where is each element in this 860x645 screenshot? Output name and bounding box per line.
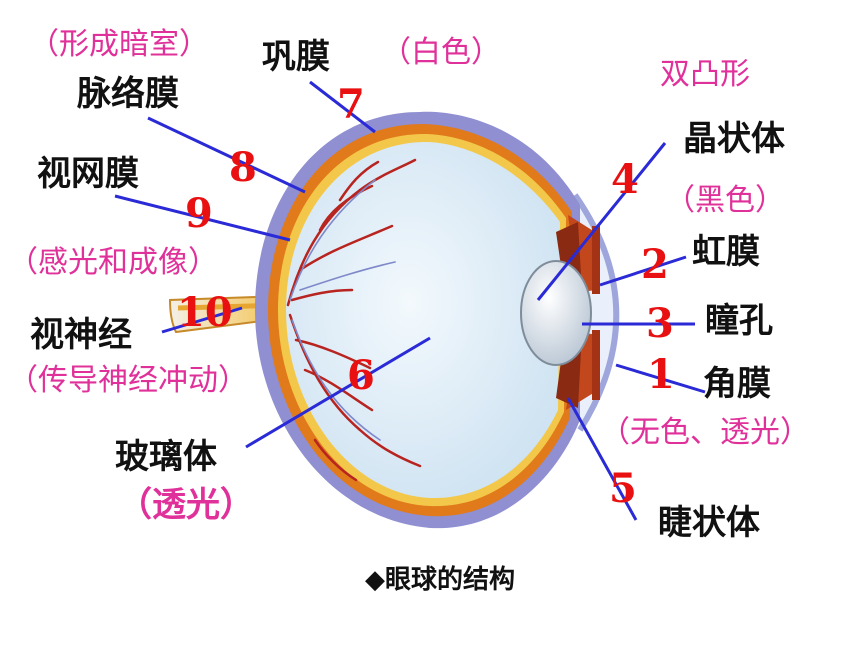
retinal-blood-vessels bbox=[286, 158, 422, 482]
leader-line-ciliary bbox=[566, 397, 638, 521]
lens-shape bbox=[520, 260, 592, 366]
label-pupil: 瞳孔 bbox=[705, 301, 773, 341]
note-iris: （黑色） bbox=[665, 183, 785, 218]
leader-line-sclera bbox=[309, 80, 376, 134]
number-lens: 4 bbox=[611, 156, 639, 203]
note-vitreous: （透光） bbox=[118, 485, 254, 525]
label-sclera: 巩膜 bbox=[262, 37, 330, 77]
leader-line-optic-nerve bbox=[161, 306, 243, 334]
note-sclera: （白色） bbox=[381, 35, 501, 70]
number-retina: 9 bbox=[185, 190, 213, 237]
note-cornea: （无色、透光） bbox=[600, 415, 810, 450]
leader-line-iris bbox=[599, 255, 687, 287]
label-vitreous: 玻璃体 bbox=[115, 437, 217, 477]
number-cornea: 1 bbox=[647, 351, 675, 398]
number-sclera: 7 bbox=[337, 81, 365, 128]
note-choroid: （形成暗室） bbox=[29, 27, 209, 62]
note-lens: 双凸形 bbox=[660, 57, 750, 92]
ciliary-body-and-iris bbox=[556, 215, 600, 410]
number-ciliary: 5 bbox=[609, 465, 637, 512]
label-ciliary: 睫状体 bbox=[658, 503, 760, 543]
label-optic-nerve: 视神经 bbox=[30, 315, 132, 355]
leader-lines bbox=[114, 80, 706, 521]
label-cornea: 角膜 bbox=[703, 364, 771, 404]
vitreous-body-shape bbox=[286, 142, 560, 499]
leader-line-retina bbox=[114, 194, 291, 242]
note-optic-nerve: （传导神经冲动） bbox=[8, 363, 248, 398]
leader-line-vitreous bbox=[245, 336, 431, 449]
number-vitreous: 6 bbox=[347, 352, 375, 399]
number-iris: 2 bbox=[641, 241, 669, 288]
leader-line-choroid bbox=[147, 116, 306, 194]
label-lens: 晶状体 bbox=[683, 119, 785, 159]
label-choroid: 脉络膜 bbox=[77, 74, 179, 114]
leader-line-lens bbox=[536, 142, 667, 301]
label-iris: 虹膜 bbox=[692, 232, 760, 272]
number-pupil: 3 bbox=[646, 300, 674, 347]
number-choroid: 8 bbox=[229, 144, 257, 191]
leader-line-cornea bbox=[615, 363, 706, 394]
number-optic-nerve: 10 bbox=[177, 289, 233, 336]
label-retina: 视网膜 bbox=[37, 154, 139, 194]
note-retina: （感光和成像） bbox=[8, 245, 218, 280]
diagram-caption: ◆眼球的结构 bbox=[365, 565, 515, 595]
retinal-veins bbox=[289, 179, 396, 441]
